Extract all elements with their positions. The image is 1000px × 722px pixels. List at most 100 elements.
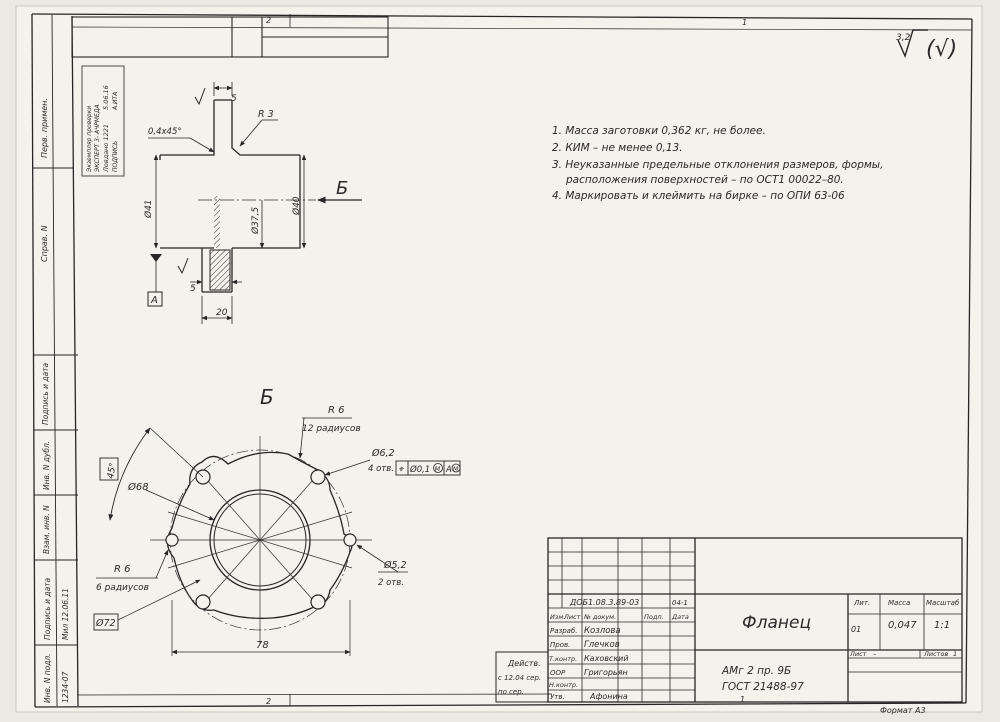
listov-label: Листов bbox=[923, 650, 948, 658]
svg-text:⌖: ⌖ bbox=[398, 464, 405, 475]
dim-r6-top: R 6 bbox=[328, 405, 345, 416]
label-vzam-inv-n: Взам. инв. N bbox=[42, 505, 51, 554]
label-inv-n-dubl: Инв. N дубл. bbox=[42, 441, 51, 490]
prov-name: Глечков bbox=[584, 640, 620, 650]
dim-r6-left-note: 6 радиусов bbox=[96, 583, 149, 593]
section-view: А 0,4х45° 5 R 3 Ø41 Ø37,5 Ø40 5 20 Б bbox=[143, 82, 362, 324]
doc-number: ДОБ1.08.3.89-03 bbox=[569, 598, 639, 607]
deistv-date: с 12.04 сер. bbox=[498, 674, 541, 682]
dim-dia-40: Ø40 bbox=[291, 196, 302, 216]
plan-view-label: Б bbox=[260, 385, 274, 409]
zone-number-bottom-left: 2 bbox=[266, 697, 271, 706]
dim-dia-68: Ø68 bbox=[127, 481, 149, 493]
left-strip bbox=[32, 167, 78, 646]
svg-text:М: М bbox=[453, 466, 459, 473]
label-podp-data-2: Подпись и дата bbox=[43, 577, 52, 640]
dim-r6-top-note: 12 радиусов bbox=[302, 424, 361, 434]
format-label: Формат А3 bbox=[880, 706, 926, 715]
razrab-name: Козлова bbox=[584, 626, 621, 636]
dim-78: 78 bbox=[256, 640, 269, 651]
listov-val: 1 bbox=[953, 650, 957, 658]
deistv: Действ. bbox=[507, 659, 541, 668]
svg-text:Экземпляр проверки: Экземпляр проверки bbox=[86, 106, 93, 173]
note-3-cont: расположения поверхностей – по ОСТ1 0002… bbox=[565, 174, 844, 186]
zone-number-top-left: 2 bbox=[266, 16, 271, 25]
hdr-data: Дата bbox=[671, 613, 689, 621]
hdr-izm: Изм. bbox=[550, 613, 565, 621]
material-line2: ГОСТ 21488-97 bbox=[722, 681, 804, 693]
title-block: ДОБ1.08.3.89-03 04-1 Изм. Лист № докум. … bbox=[495, 537, 963, 703]
dim-top-5: 5 bbox=[231, 94, 237, 104]
tkontr-label: Т.контр. bbox=[549, 655, 577, 663]
svg-text:А.ИТА: А.ИТА bbox=[112, 92, 119, 111]
mass-val: 0,047 bbox=[888, 620, 917, 631]
svg-text:ПОДПИСЬ: ПОДПИСЬ bbox=[112, 141, 119, 172]
svg-text:(√): (√) bbox=[926, 37, 957, 62]
list-val: – bbox=[873, 650, 876, 658]
list-label: Лист bbox=[849, 650, 867, 658]
svg-text:ЭКСПЕРТ 3- АЧРМЕДА: ЭКСПЕРТ 3- АЧРМЕДА bbox=[94, 104, 101, 173]
sheet-frame bbox=[31, 13, 973, 708]
feature-control-frame: ⌖ Ø0,1 М А М bbox=[395, 460, 461, 476]
datum-a: А bbox=[150, 295, 158, 306]
dim-r6-left: R 6 bbox=[114, 564, 131, 575]
label-podp-data: Подпись и дата bbox=[41, 362, 50, 425]
material-line1: АМг 2 пр. 9Б bbox=[721, 665, 791, 677]
lit-val: 01 bbox=[851, 625, 861, 634]
hdr-podp: Подп. bbox=[644, 613, 664, 621]
utv-name: Афонина bbox=[589, 692, 628, 701]
tkontr-name: Каховский bbox=[584, 654, 629, 663]
svg-text:А: А bbox=[445, 465, 452, 475]
holes-2: 2 отв. bbox=[378, 578, 404, 588]
dim-dia-5-2: Ø5,2 bbox=[383, 560, 407, 571]
angle-45: 45° bbox=[106, 462, 119, 479]
svg-text:5.06.16: 5.06.16 bbox=[102, 85, 110, 110]
scale-hdr: Масштаб bbox=[926, 599, 960, 607]
label-perv-primen: Перв. примен. bbox=[40, 98, 49, 158]
dim-dia-37-5: Ø37,5 bbox=[250, 207, 261, 235]
po-ser: по сер. bbox=[498, 688, 524, 696]
holes-4: 4 отв. bbox=[368, 464, 394, 474]
note-1: 1. Масса заготовки 0,362 кг, не более. bbox=[552, 125, 766, 137]
oop-label: ООР bbox=[550, 669, 566, 677]
view-arrow-b-label: Б bbox=[336, 178, 348, 199]
svg-text:3,2: 3,2 bbox=[896, 33, 911, 43]
dim-dia-41: Ø41 bbox=[143, 199, 154, 219]
top-left-box bbox=[71, 16, 389, 58]
mass-hdr: Масса bbox=[888, 599, 910, 607]
hdr-ndokum: № докум. bbox=[583, 613, 616, 621]
roughness-symbol: 3,2 (√) bbox=[896, 29, 957, 62]
razrab-label: Разраб. bbox=[550, 627, 578, 635]
label-sprav-n: Справ. N bbox=[40, 225, 49, 262]
note-4: 4. Маркировать и клеймить на бирке – по … bbox=[552, 190, 845, 202]
note-3: 3. Неуказанные предельные отклонения раз… bbox=[552, 159, 883, 171]
dim-dia-72: Ø72 bbox=[95, 618, 116, 629]
dim-dia-6-2: Ø6,2 bbox=[371, 448, 395, 459]
inspection-stamp: Экземпляр проверки ЭКСПЕРТ 3- АЧРМЕДА Ло… bbox=[81, 65, 125, 177]
svg-text:Ловдано 1221: Ловдано 1221 bbox=[102, 124, 110, 173]
value-inv-n-podl: 1234-07 bbox=[61, 671, 70, 703]
prov-label: Пров. bbox=[550, 641, 570, 649]
nkontr-label: Н.контр. bbox=[549, 681, 578, 689]
oop-name: Григорьян bbox=[584, 668, 628, 677]
dim-20: 20 bbox=[216, 308, 228, 318]
plan-view: Б 45° Ø68 bbox=[93, 385, 461, 656]
zone-number-top-right: 1 bbox=[742, 18, 747, 27]
paper bbox=[15, 5, 983, 713]
scale-val: 1:1 bbox=[934, 620, 950, 631]
lit-hdr: Лит. bbox=[853, 599, 870, 607]
dim-chamfer: 0,4х45° bbox=[148, 127, 182, 137]
note-2: 2. КИМ – не менее 0,13. bbox=[552, 142, 683, 154]
svg-text:М: М bbox=[435, 465, 441, 473]
hdr-list: Лист bbox=[563, 613, 581, 621]
part-name: Фланец bbox=[742, 613, 811, 633]
zone-number-bottom-right: 1 bbox=[740, 695, 745, 704]
label-inv-n-podl: Инв. N подл. bbox=[43, 653, 52, 703]
dim-bottom-5: 5 bbox=[190, 284, 196, 294]
change-date: 04-1 bbox=[672, 599, 688, 607]
dim-r3: R 3 bbox=[258, 109, 274, 120]
svg-text:Ø0,1: Ø0,1 bbox=[409, 464, 430, 475]
technical-notes: 1. Масса заготовки 0,362 кг, не более. 2… bbox=[552, 125, 883, 202]
utv-label: Утв. bbox=[550, 693, 565, 701]
